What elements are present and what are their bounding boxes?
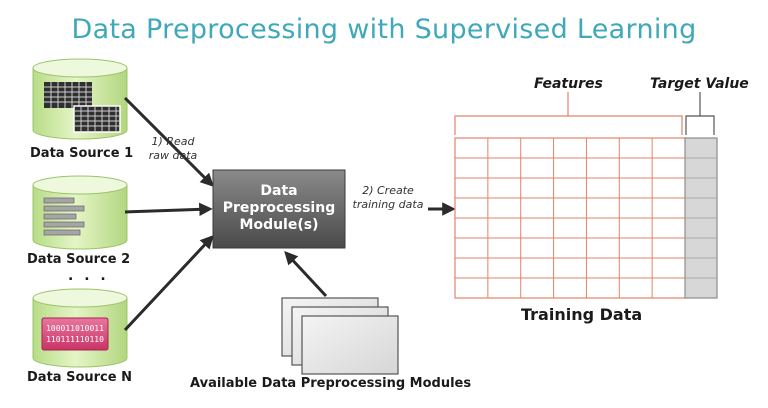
arrow-source1-to-module: [123, 96, 214, 187]
page-title: Data Preprocessing with Supervised Learn…: [71, 14, 697, 45]
step-read-raw-data: 1) Read raw data: [148, 135, 198, 162]
arrow-sourcen-to-module: [123, 235, 214, 332]
available-modules-stack: [281, 297, 399, 375]
target-value-label: Target Value: [650, 76, 749, 92]
features-bracket: [454, 115, 683, 135]
step-create-training-data: 2) Create training data: [352, 184, 424, 211]
training-data-caption: Training Data: [521, 305, 643, 324]
data-source-n-cylinder: 100011010011 110111110110: [32, 288, 128, 368]
data-source-2-label: Data Source 2: [27, 252, 131, 267]
preprocessing-module-label: Data Preprocessing Module(s): [222, 183, 336, 233]
arrow-modules-to-module: [284, 251, 328, 298]
available-modules-label: Available Data Preprocessing Modules: [190, 376, 472, 391]
features-label: Features: [534, 76, 603, 92]
binary-line-1: 100011010011: [46, 324, 104, 333]
data-source-1-label: Data Source 1: [30, 146, 134, 161]
grid-table-icon: [44, 82, 121, 133]
data-source-1-cylinder: [32, 58, 128, 140]
training-data-grid: [454, 137, 718, 299]
ellipsis-dots: . . .: [68, 268, 109, 284]
binary-icon: [41, 317, 109, 351]
binary-line-2: 110111110110: [46, 335, 104, 344]
preprocessing-module-box: [212, 169, 346, 249]
data-source-n-label: Data Source N: [27, 370, 132, 385]
arrow-source2-to-module: [124, 202, 213, 217]
data-source-2-cylinder: [32, 175, 128, 250]
bar-list-icon: [43, 197, 85, 236]
target-bracket: [685, 115, 715, 135]
